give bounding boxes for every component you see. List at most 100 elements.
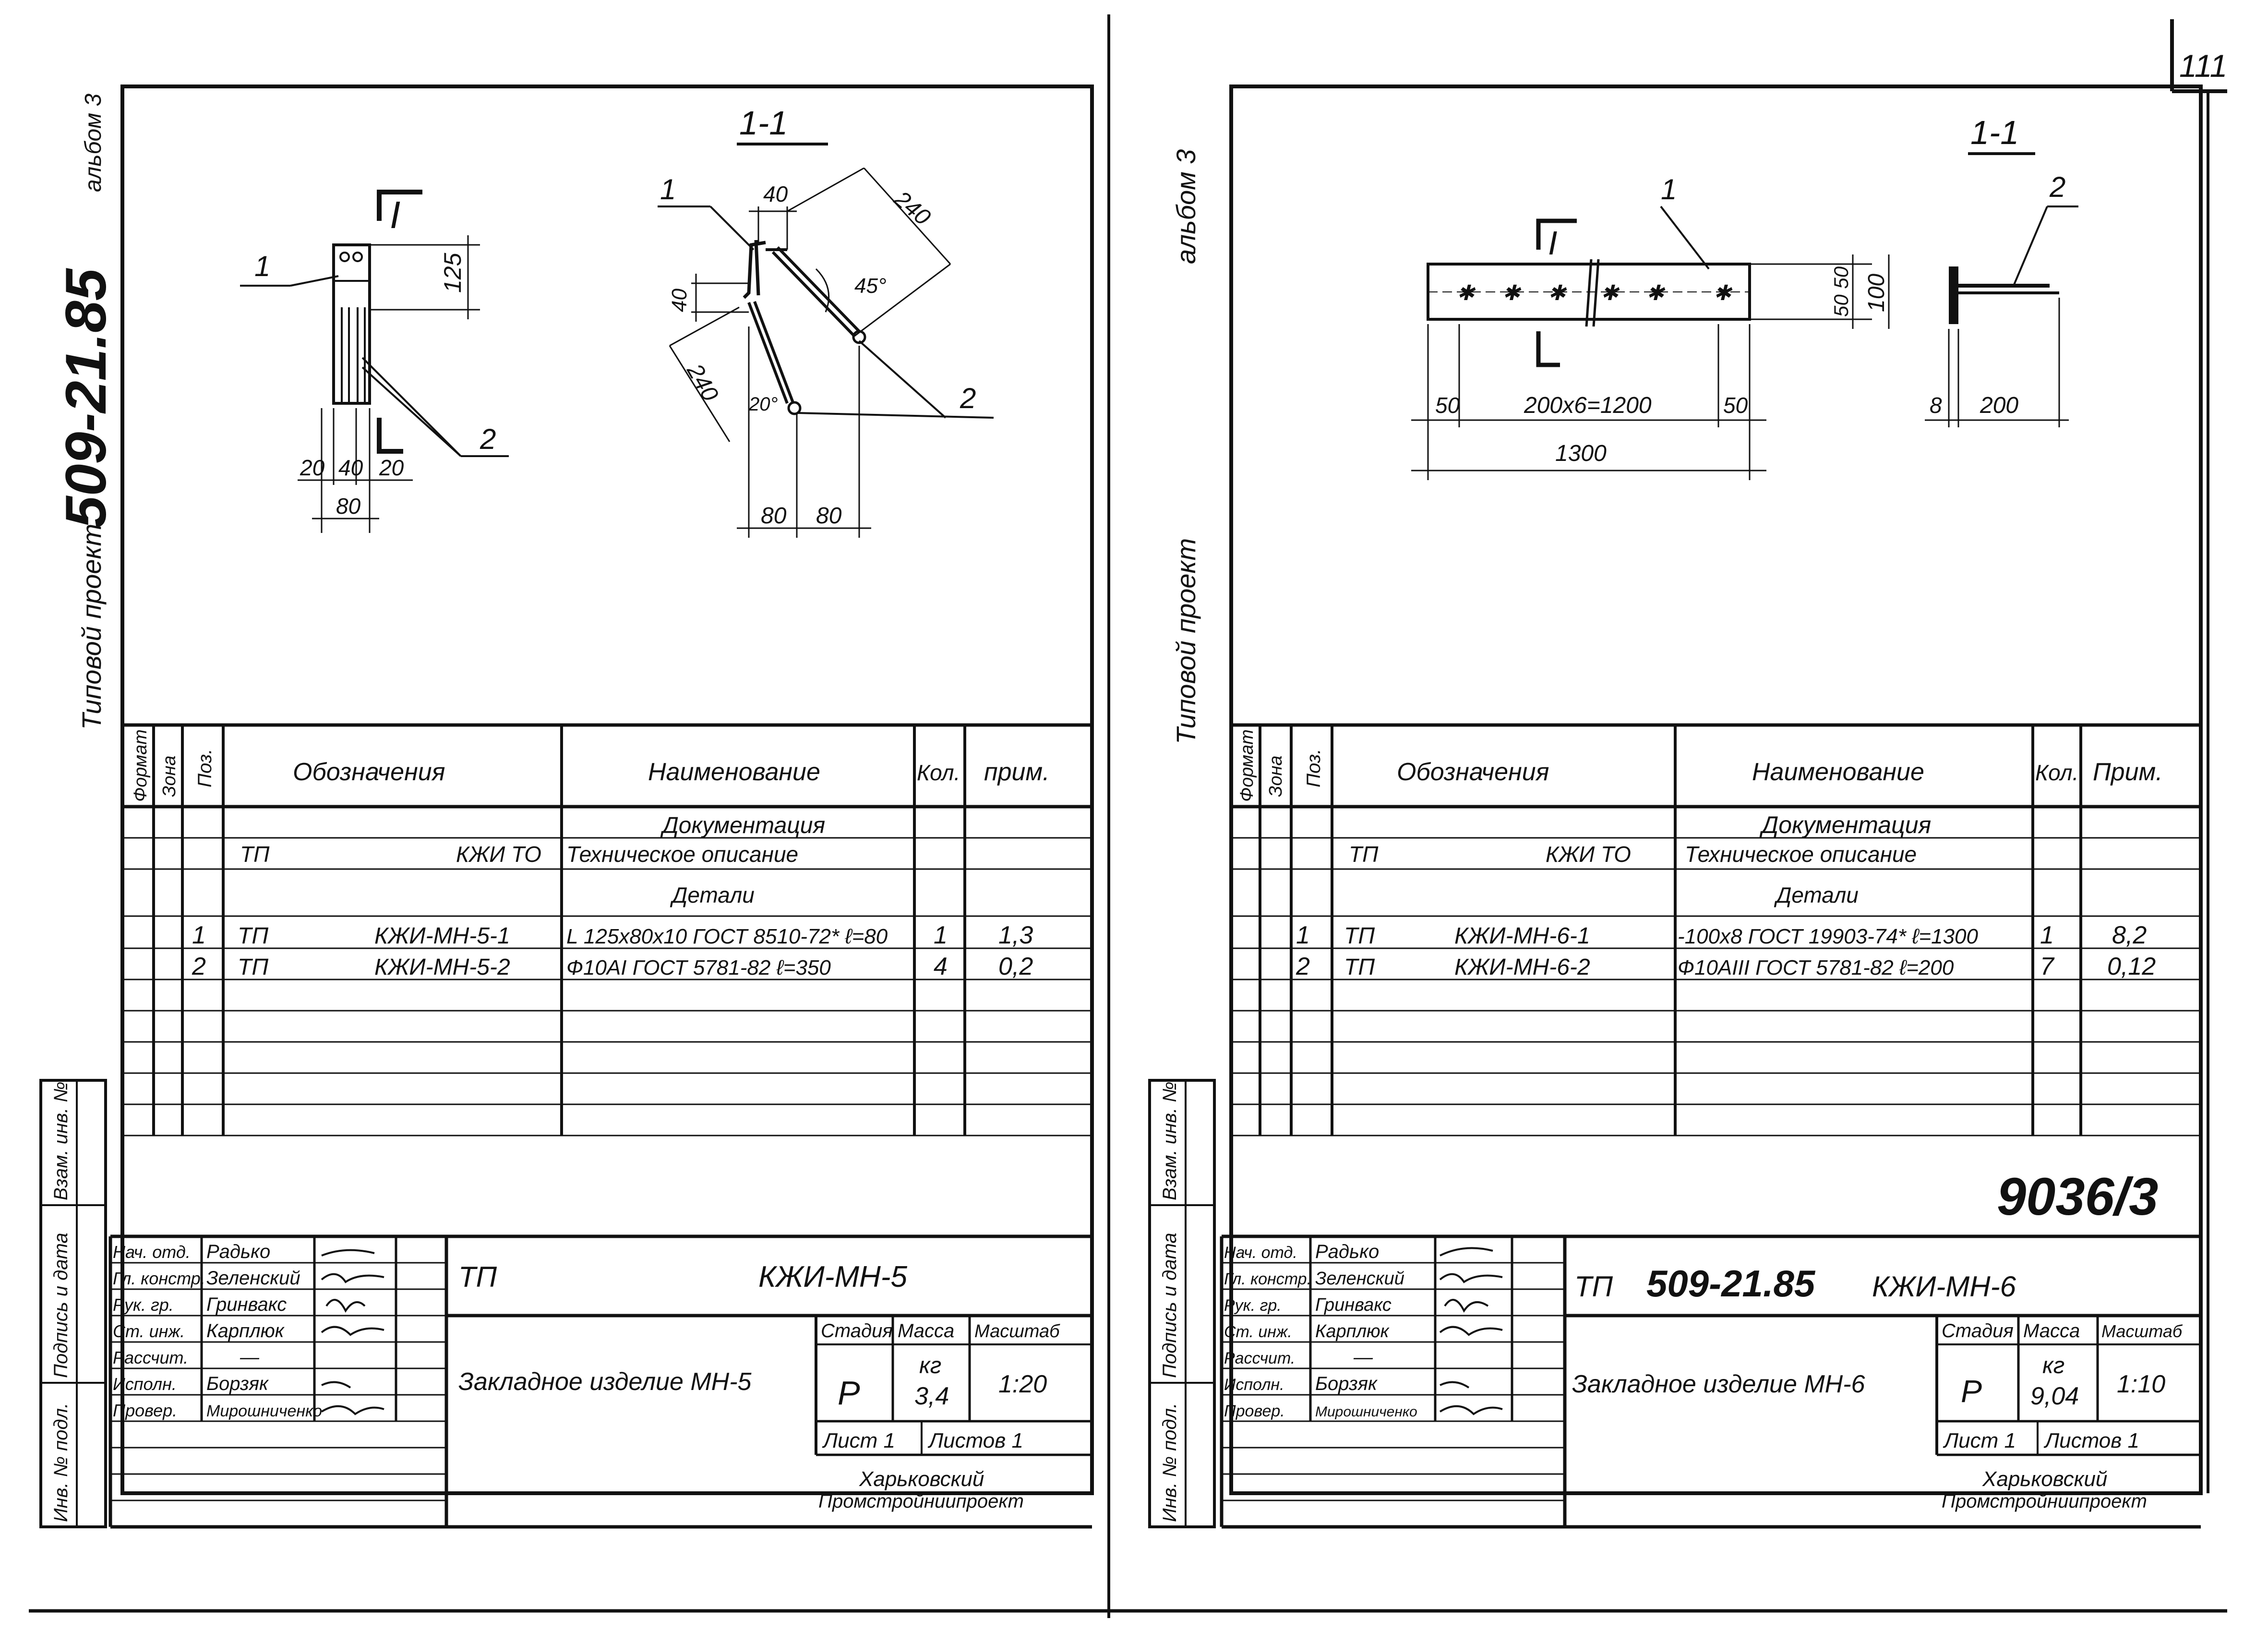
right-mass-unit: кг [2042,1353,2064,1378]
left-section-label: 1-1 [739,104,788,142]
left-role-5: Исполн. [113,1374,177,1394]
left-title-block: Нач. отд. Гл. констр. Рук. гр. Ст. инж. … [108,1234,1092,1529]
left-row2-pos: 2 [192,953,206,980]
right-org-line1: Харьковский [1982,1467,2107,1491]
right-scale: 1:10 [2117,1370,2165,1398]
archive-number: 9036/3 [1997,1167,2158,1226]
left-side-stamp: Инв. № подл. Подпись и дата Взам. инв. № [39,1079,107,1528]
right-role-1: Гл. констр. [1224,1270,1311,1288]
right-doc-tp: ТП [1349,842,1379,867]
right-details-header: Детали [1774,882,1859,907]
dim-40c: 40 [668,289,691,312]
right-name-2: Гринвакс [1315,1295,1392,1315]
left-pos2-label: 2 [480,423,496,455]
dim-80b: 80 [761,503,787,529]
left-designation: КЖИ-МН-5 [758,1260,907,1293]
left-role-4: Рассчит. [113,1348,188,1367]
left-role-1: Гл. констр. [113,1269,205,1288]
dim-125: 125 [439,253,466,293]
left-row1-tp: ТП [238,923,268,949]
right-section-view: 1-1 2 8 200 [1925,114,2078,427]
svg-text:✱: ✱ [1457,281,1476,305]
right-side-album: альбом 3 [1171,149,1201,264]
left-row1-note: 1,3 [998,921,1033,949]
left-doc-header: Документация [660,813,825,838]
section-plate [1949,266,1958,324]
svg-text:✱: ✱ [1601,281,1620,305]
left-side-title: Типовой проект [76,524,107,730]
dim-240b: 240 [682,359,723,406]
left-doc-tech-desc: Техническое описание [566,842,798,867]
left-section-view: 1-1 40 240 40 4 [658,104,994,538]
left-header-zone: Зона [159,755,180,797]
left-header-designation: Обозначения [293,758,445,786]
dim-40b: 40 [763,181,788,206]
right-role-5: Исполн. [1224,1376,1284,1394]
dim-20b: 20 [379,455,404,480]
left-doc-code: КЖИ ТО [456,842,541,867]
left-name-0: Радько [206,1241,270,1262]
right-view-mark: I [1548,224,1557,262]
right-org-line2: Промстройниипроект [1942,1491,2147,1512]
right-row2-note: 0,12 [2107,953,2156,980]
right-section-label: 1-1 [1970,114,2019,151]
svg-text:✱: ✱ [1714,281,1733,305]
right-role-0: Нач. отд. [1224,1244,1297,1262]
left-org-line1: Харьковский [859,1467,984,1491]
right-scale-label: Масштаб [2101,1321,2183,1341]
angle-side-view [332,243,371,405]
left-side-stamp-sign: Подпись и дата [50,1233,72,1378]
left-doc-tp: ТП [240,842,270,867]
left-details-header: Детали [670,882,755,907]
dim-8: 8 [1930,393,1942,418]
left-role-6: Провер. [113,1401,177,1420]
right-row2-designation: КЖИ-МН-6-2 [1454,955,1590,980]
left-header-name: Наименование [648,758,820,786]
right-title-block: Нач. отд. Гл. констр. Рук. гр. Ст. инж. … [1220,1234,2201,1529]
dim-100: 100 [1864,274,1889,312]
dim-200: 200 [1980,393,2018,418]
left-sheets: Листов 1 [927,1429,1023,1452]
section-mark-bottom [377,418,403,454]
right-role-6: Провер. [1224,1402,1285,1420]
left-side-code: 509-21.85 [54,267,118,528]
right-name-4: — [1353,1347,1373,1368]
right-doc-tech-desc: Техническое описание [1685,842,1917,867]
right-section-mark-top [1536,218,1577,250]
left-row1-qty: 1 [934,921,948,949]
left-frame [120,85,1094,1495]
left-row1-designation: КЖИ-МН-5-1 [374,923,510,949]
page-number: 111 [2179,48,2227,84]
right-header-designation: Обозначения [1397,758,1549,786]
right-stage: Р [1961,1373,1982,1409]
left-scale-label: Масштаб [974,1321,1060,1342]
dim-50a: 50 [1435,393,1460,418]
right-header-zone: Зона [1266,755,1286,797]
left-row2-note: 0,2 [998,953,1033,980]
right-side-stamp: Инв. № подл. Подпись и дата Взам. инв. № [1148,1079,1216,1528]
left-row2-designation: КЖИ-МН-5-2 [374,955,510,980]
left-sec-pos1-label: 1 [660,173,676,206]
right-mass: 9,04 [2030,1382,2079,1410]
right-name-6: Мирошниченко [1315,1404,1417,1420]
svg-text:✱: ✱ [1502,281,1522,305]
svg-text:✱: ✱ [1646,281,1666,305]
left-org-line2: Промстройниипроект [818,1491,1024,1512]
left-header-pos: Поз. [194,749,216,788]
right-sheets: Листов 1 [2043,1429,2139,1452]
left-name-1: Зеленский [206,1268,300,1289]
left-row2-qty: 4 [934,953,948,980]
dim-80: 80 [336,494,361,519]
left-mass: 3,4 [914,1382,949,1410]
left-pos1-label: 1 [254,250,270,282]
right-row1-qty: 1 [2040,921,2054,949]
left-sheet: Типовой проект 509-21.85 альбом 3 I 125 [39,85,1094,1529]
left-row1-pos: 1 [192,921,206,949]
right-header-format: Формат [1237,729,1257,802]
right-row1-tp: ТП [1344,923,1375,949]
left-header-note: прим. [984,758,1050,786]
left-name-2: Гринвакс [206,1294,287,1315]
left-name-3: Карплюк [206,1320,285,1342]
